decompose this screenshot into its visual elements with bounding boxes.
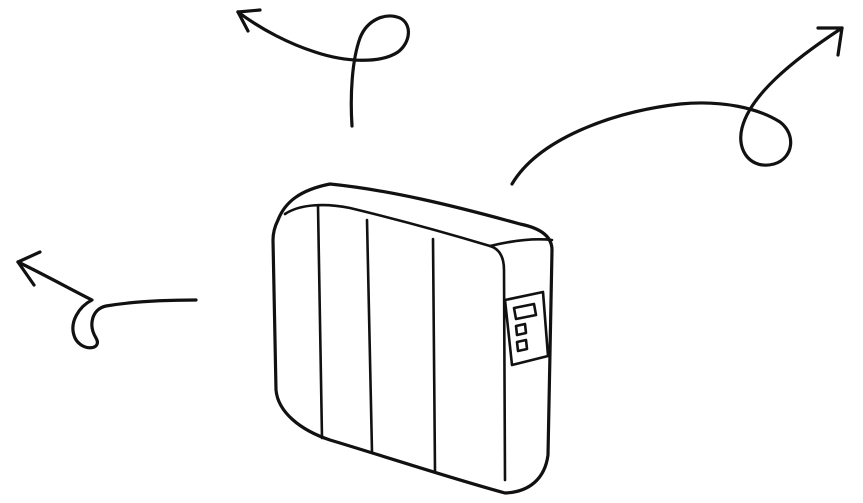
heat-arrow-top xyxy=(238,10,408,126)
control-button-1 xyxy=(516,324,526,335)
heat-arrow-right xyxy=(512,28,842,184)
control-button-2 xyxy=(517,340,527,351)
display-screen xyxy=(514,304,536,319)
control-panel xyxy=(505,292,548,365)
heat-arrow-left xyxy=(18,252,196,348)
